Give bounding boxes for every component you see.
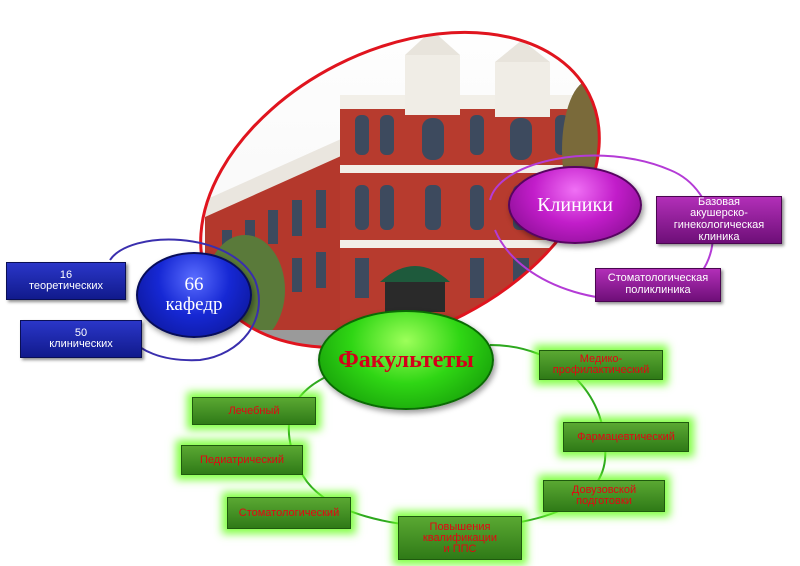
faculty-pre-university[interactable]: Довузовской подготовки — [543, 480, 665, 512]
faculty-medical-preventive[interactable]: Медико- профилактический — [539, 350, 663, 380]
faculty-advanced-training[interactable]: Повышения квалификации и ППС — [398, 516, 522, 560]
faculty-general-medicine[interactable]: Лечебный — [192, 397, 316, 425]
faculties-hub[interactable]: Факультеты — [318, 310, 494, 410]
faculty-dentistry[interactable]: Стоматологический — [227, 497, 351, 529]
clinic-dental-polyclinic[interactable]: Стоматологическая поликлиника — [595, 268, 721, 302]
clinics-hub[interactable]: Клиники — [508, 166, 642, 244]
clinic-obstetric-gynecological[interactable]: Базовая акушерско- гинекологическая клин… — [656, 196, 782, 244]
faculty-pharmaceutical[interactable]: Фармацевтический — [563, 422, 689, 452]
department-theoretical[interactable]: 16 теоретических — [6, 262, 126, 300]
department-clinical[interactable]: 50 клинических — [20, 320, 142, 358]
departments-hub[interactable]: 66 кафедр — [136, 252, 252, 338]
faculty-pediatric[interactable]: Педиатрический — [181, 445, 303, 475]
